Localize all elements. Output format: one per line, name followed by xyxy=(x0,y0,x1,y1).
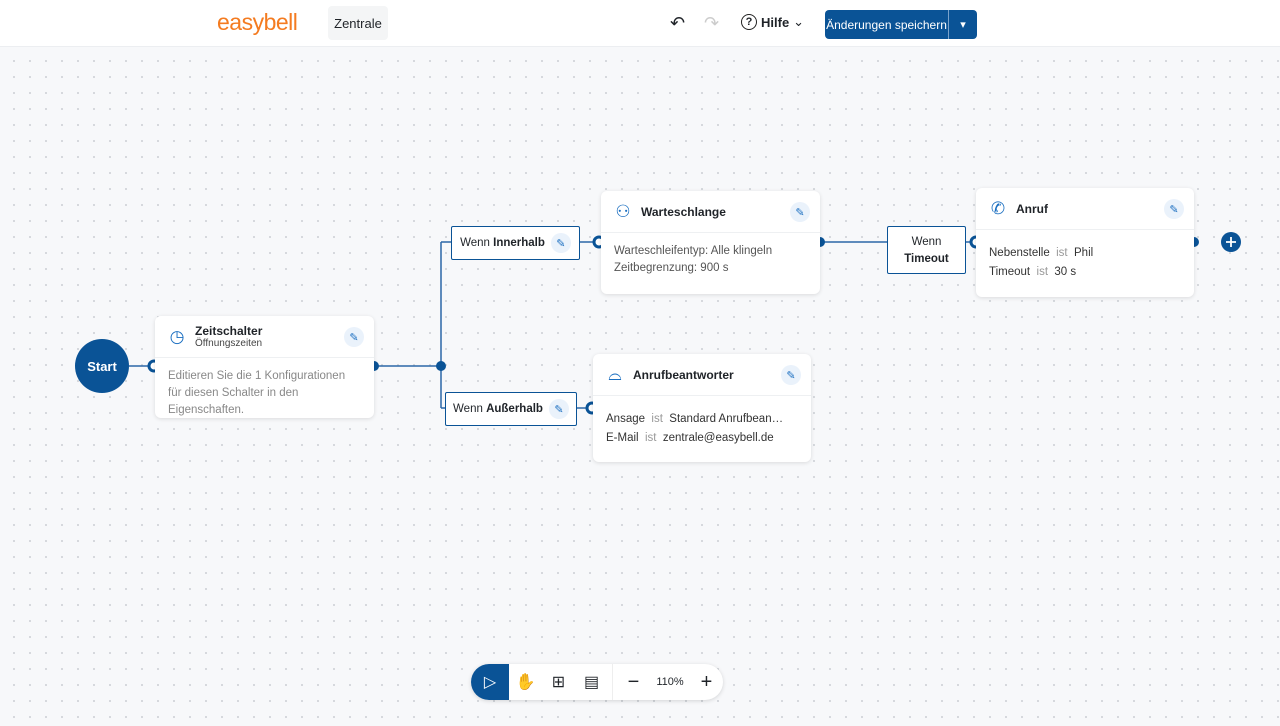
node-title: Anruf xyxy=(1016,201,1048,216)
cond-prefix: Wenn xyxy=(911,235,942,248)
time-limit: Zeitbegrenzung: 900 s xyxy=(614,262,729,274)
condition-ausserhalb[interactable]: Wenn Außerhalb ✎ xyxy=(445,392,577,426)
undo-icon[interactable]: ↶ xyxy=(670,13,686,33)
node-description: Editieren Sie die 1 Konfigurationen für … xyxy=(168,370,346,416)
zoom-level: 110% xyxy=(656,676,684,688)
save-options-chevron-icon[interactable]: ▾ xyxy=(960,19,966,31)
canvas-toolbar: ▷ ✋ ⊞ ▤ − 110% + xyxy=(471,664,723,700)
redo-icon[interactable]: ↷ xyxy=(704,13,720,33)
node-title: Anrufbeantworter xyxy=(633,367,734,382)
start-node[interactable]: Start xyxy=(75,339,129,393)
chevron-down-icon: ⌄ xyxy=(793,14,805,29)
anrufbeantworter-node[interactable]: ⌓ Anrufbeantworter ✎ Ansage ist Standard… xyxy=(593,354,811,462)
clock-icon: ◷ xyxy=(169,326,185,346)
voicemail-icon: ⌓ xyxy=(608,364,622,384)
condition-innerhalb[interactable]: Wenn Innerhalb ✎ xyxy=(451,226,580,260)
property-row: E-Mail ist zentrale@easybell.de xyxy=(606,432,774,444)
edit-pencil-icon[interactable]: ✎ xyxy=(344,327,364,347)
zeitschalter-node[interactable]: ◷ Zeitschalter Öffnungszeiten ✎ Editiere… xyxy=(155,316,374,418)
edit-pencil-icon[interactable]: ✎ xyxy=(790,202,810,222)
property-row: Ansage ist Standard Anrufbean… xyxy=(606,413,784,425)
cond-prefix: Wenn xyxy=(453,403,483,415)
branch-dot xyxy=(436,361,446,371)
node-subtitle: Öffnungszeiten xyxy=(195,338,263,349)
cond-value: Außerhalb xyxy=(486,403,543,415)
cond-prefix: Wenn xyxy=(460,237,490,249)
edit-pencil-icon[interactable]: ✎ xyxy=(781,365,801,385)
zoom-in-icon[interactable]: + xyxy=(700,670,713,693)
cond-value: Timeout xyxy=(904,252,949,265)
help-label: Hilfe xyxy=(761,14,790,30)
add-node-grid-icon[interactable]: ⊞ xyxy=(551,674,566,691)
queue-user-clock-icon: ⚇ xyxy=(615,201,631,221)
edit-pencil-icon[interactable]: ✎ xyxy=(548,399,569,419)
zoom-out-icon[interactable]: − xyxy=(627,670,640,693)
condition-timeout[interactable]: Wenn Timeout xyxy=(887,226,966,274)
notes-icon[interactable]: ▤ xyxy=(583,674,600,691)
edge-zeitschalter-branches xyxy=(374,241,451,409)
save-button[interactable]: Änderungen speichern xyxy=(825,10,949,39)
queue-type: Warteschleifentyp: Alle klingeln xyxy=(614,245,773,257)
header: easybell Zentrale ↶ ↷ ? Hilfe ⌄ Änderung… xyxy=(0,0,1280,47)
node-title: Warteschlange xyxy=(641,204,726,219)
anruf-node[interactable]: ✆ Anruf ✎ Nebenstelle ist Phil Timeout i… xyxy=(976,188,1194,297)
phone-icon: ✆ xyxy=(990,198,1006,218)
property-row: Nebenstelle ist Phil xyxy=(989,247,1094,259)
help-icon: ? xyxy=(741,14,757,30)
edit-pencil-icon[interactable]: ✎ xyxy=(1164,199,1184,219)
logo: easybell xyxy=(217,9,298,35)
help-menu[interactable]: ? Hilfe ⌄ xyxy=(741,14,804,30)
node-title: Zeitschalter xyxy=(195,324,263,338)
divider xyxy=(612,664,613,700)
pan-hand-icon[interactable]: ✋ xyxy=(515,674,536,691)
select-tool-icon[interactable]: ▷ xyxy=(471,664,509,700)
cond-value: Innerhalb xyxy=(493,237,545,249)
warteschlange-node[interactable]: ⚇ Warteschlange ✎ Warteschleifentyp: All… xyxy=(601,191,820,294)
tab-zentrale[interactable]: Zentrale xyxy=(328,6,388,40)
edit-pencil-icon[interactable]: ✎ xyxy=(550,233,571,253)
property-row: Timeout ist 30 s xyxy=(989,266,1077,278)
save-button-group: Änderungen speichern ▾ xyxy=(825,10,977,39)
